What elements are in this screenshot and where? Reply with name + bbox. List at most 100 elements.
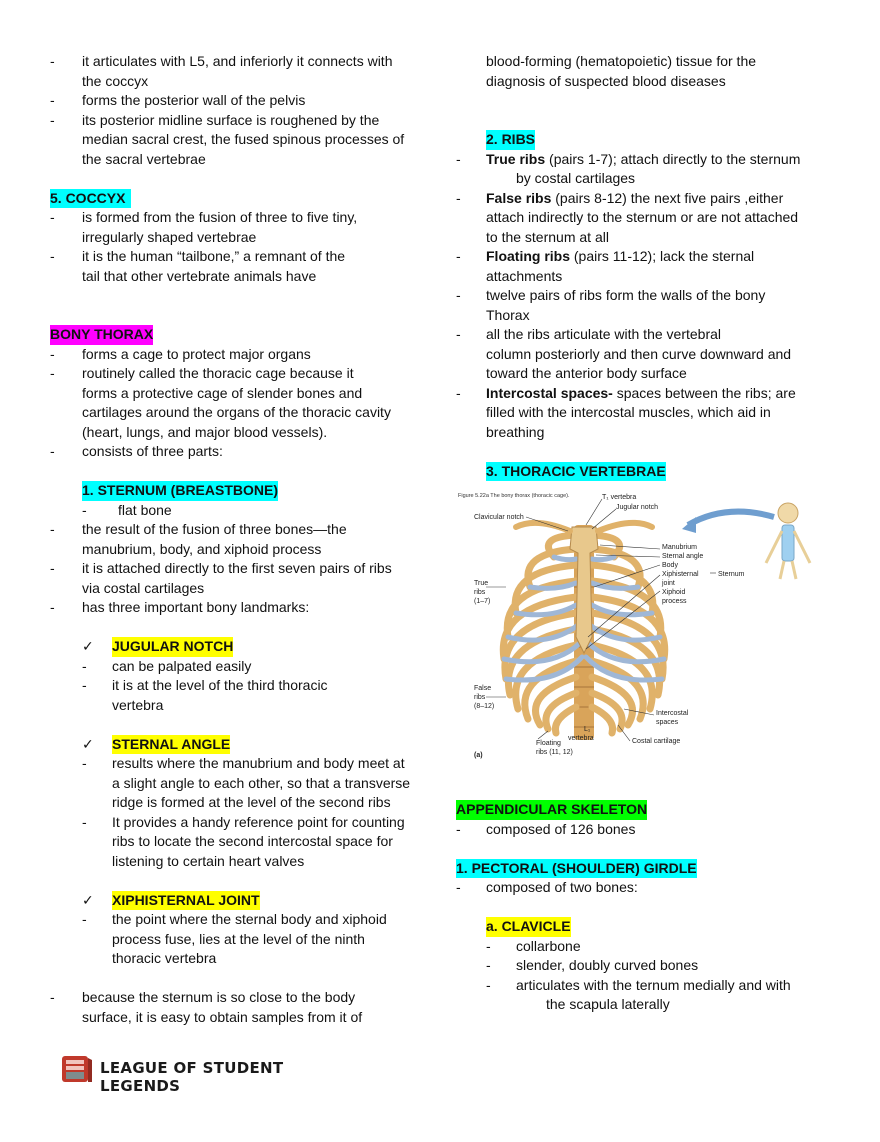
thoracic-vertebrae-heading: 3. THORACIC VERTEBRAE [486, 461, 666, 481]
bullet-text: it is attached directly to the first sev… [82, 560, 392, 576]
ribs-left [499, 531, 580, 737]
thorax-figure: Figure 5.22a The bony thorax (thoracic c… [456, 487, 831, 761]
bullet-text: Thorax [486, 306, 530, 323]
ribs-heading: 2. RIBS [486, 130, 536, 150]
label-vertebra: vertebra [568, 735, 594, 742]
arrow-icon [686, 508, 775, 528]
bullet-text: forms the posterior wall of the pelvis [82, 92, 306, 108]
bullet-text: consists of three parts: [82, 443, 223, 459]
bullet-text: toward the anterior body surface [486, 365, 687, 381]
bullet-text: slender, doubly curved bones [516, 957, 699, 973]
bullet-text: filled with the intercostal muscles, whi… [486, 404, 771, 420]
label-clavicular-notch: Clavicular notch [474, 514, 524, 521]
label-intercostal: Intercostal [656, 710, 689, 717]
bullet-text: the point where the sternal body and xip… [112, 911, 387, 927]
check-icon: ✓ [82, 891, 94, 908]
bullet-text: all the ribs articulate with the vertebr… [486, 326, 721, 342]
bullet-text: can be palpated easily [112, 657, 252, 674]
footer-logo-text: LEAGUE OF STUDENT LEGENDS [100, 1059, 284, 1095]
label-l1: L₁ [584, 726, 591, 733]
bullet-text: articulates with the ternum medially and… [516, 976, 791, 993]
sternum-shape [569, 526, 599, 655]
label-joint: joint [661, 580, 675, 587]
bullet-text: the coccyx [82, 72, 149, 89]
label-false: False [474, 685, 491, 692]
bullet-text: composed of two bones: [486, 879, 638, 895]
label-xiphisternal: Xiphisternal [662, 571, 699, 578]
bullet-text: forms a cage to protect major organs [82, 345, 311, 362]
figure-caption: Figure 5.22a The bony thorax (thoracic c… [458, 493, 570, 499]
bullet-text: the scapula laterally [546, 996, 670, 1012]
label-costal-cartilage: Costal cartilage [632, 738, 680, 745]
clavicle-heading: a. CLAVICLE [486, 917, 571, 937]
book-logo-icon [62, 1056, 92, 1082]
label-sternal-angle: Sternal angle [662, 553, 703, 560]
bullet-text: flat bone [118, 501, 172, 518]
xiphisternal-joint-heading: XIPHISTERNAL JOINT [112, 890, 260, 910]
label-ribs: ribs [474, 589, 486, 596]
sternum-heading: 1. STERNUM (BREASTBONE) [82, 481, 279, 501]
label-jugular-notch: Jugular notch [616, 504, 658, 511]
bullet-text: tail that other vertebrate animals have [82, 267, 317, 284]
left-column: -it articulates with L5, and inferiorly … [50, 52, 430, 1027]
bullet-text: attach indirectly to the sternum or are … [486, 209, 799, 225]
appendicular-heading: APPENDICULAR SKELETON [456, 800, 648, 820]
bullet-text: manubrium, body, and xiphoid process [82, 540, 322, 557]
bullet-text: the result of the fusion of three bones—… [82, 521, 347, 537]
bullet-text: surface, it is easy to obtain samples fr… [82, 1008, 363, 1025]
label-floating: Floating [536, 740, 561, 747]
clavicles [513, 519, 655, 534]
bullet-text: (heart, lungs, and major blood vessels). [82, 423, 328, 440]
bullet-text: it articulates with L5, and inferiorly i… [82, 53, 393, 69]
bullet-text: to the sternum at all [486, 228, 609, 245]
bullet-text: irregularly shaped vertebrae [82, 228, 257, 245]
pectoral-heading: 1. PECTORAL (SHOULDER) GIRDLE [456, 858, 697, 878]
costal-cartilages [501, 554, 667, 683]
label-ribs: ribs [474, 694, 486, 701]
bullet-text: ribs to locate the second intercostal sp… [112, 833, 393, 849]
bullet-text: a slight angle to each other, so that a … [112, 774, 411, 791]
true-ribs-term: True ribs [486, 150, 546, 167]
label-sternum: Sternum [718, 571, 745, 578]
bullet-text: its posterior midline surface is roughen… [82, 111, 380, 128]
label-t1-vertebra: T₁ vertebra [602, 494, 636, 501]
bullet-text: listening to certain heart valves [112, 852, 305, 869]
bullet-text: by costal cartilages [516, 170, 636, 186]
bullet-text: It provides a handy reference point for … [112, 813, 405, 830]
false-ribs-term: False ribs [486, 189, 552, 206]
bony-thorax-heading: BONY THORAX [50, 325, 154, 345]
label-floating-ribs: ribs (11, 12) [536, 749, 573, 756]
bullet-text: breathing [486, 423, 545, 440]
floating-ribs-term: Floating ribs [486, 248, 570, 264]
bullet-text: vertebra [112, 696, 164, 713]
bullet-text: diagnosis of suspected blood diseases [486, 72, 726, 89]
bullet-text: attachments [486, 267, 563, 284]
bullet-text: median sacral crest, the fused spinous p… [82, 131, 405, 147]
bullet-text: results where the manubrium and body mee… [112, 755, 405, 771]
label-true: True [474, 580, 488, 587]
bullet-text: blood-forming (hematopoietic) tissue for… [486, 53, 757, 69]
label-range: (1–7) [474, 598, 490, 605]
label-xiphoid: Xiphoid [662, 589, 685, 596]
bullet-text: because the sternum is so close to the b… [82, 989, 356, 1005]
label-spaces: spaces [656, 719, 679, 726]
label-range: (8–12) [474, 703, 494, 710]
coccyx-heading: 5. COCCYX [50, 188, 132, 208]
bullet-text: ridge is formed at the level of the seco… [112, 794, 391, 810]
label-panel: (a) [474, 752, 483, 759]
check-icon: ✓ [82, 638, 94, 654]
label-process: process [662, 598, 687, 605]
bullet-text: thoracic vertebra [112, 950, 217, 966]
bullet-text: is formed from the fusion of three to fi… [82, 209, 358, 225]
footer-logo: LEAGUE OF STUDENT LEGENDS [60, 1052, 360, 1095]
thoracic-cage-illustration: Figure 5.22a The bony thorax (thoracic c… [458, 493, 812, 759]
right-column: blood-forming (hematopoietic) tissue for… [456, 52, 836, 1015]
bullet-text: the sacral vertebrae [82, 150, 206, 167]
bullet-text: composed of 126 bones [486, 820, 636, 837]
bullet-text: it is at the level of the third thoracic [112, 677, 328, 693]
bullet-text: collarbone [516, 937, 581, 954]
jugular-notch-heading: JUGULAR NOTCH [112, 637, 234, 657]
ribs-right [588, 531, 669, 737]
bullet-text: routinely called the thoracic cage becau… [82, 365, 354, 381]
bullet-text: it is the human “tailbone,” a remnant of… [82, 248, 346, 264]
